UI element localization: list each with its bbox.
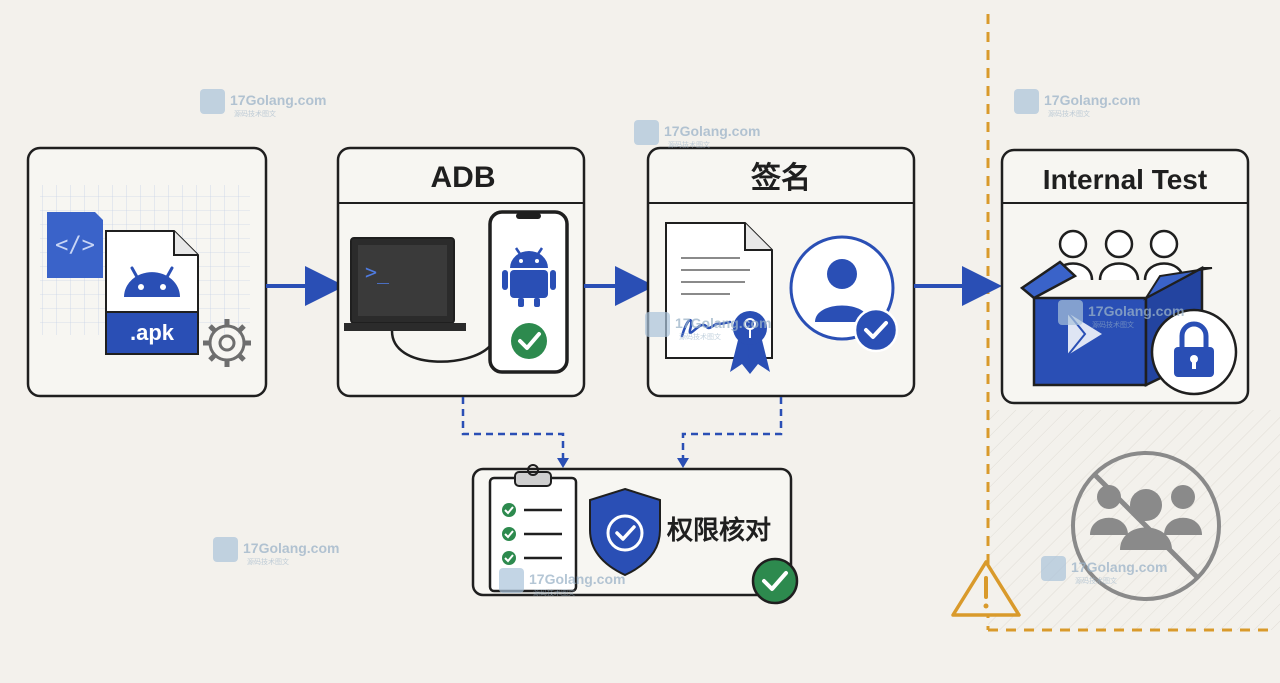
svg-text:源码技术图文: 源码技术图文 — [679, 332, 721, 341]
svg-text:17Golang.com: 17Golang.com — [664, 123, 760, 139]
check-icon — [751, 557, 799, 605]
svg-text:源码技术图文: 源码技术图文 — [668, 140, 710, 149]
apk-label: .apk — [130, 320, 175, 345]
svg-text:17Golang.com: 17Golang.com — [1088, 303, 1184, 319]
svg-text:17Golang.com: 17Golang.com — [1044, 92, 1140, 108]
svg-text:</>: </> — [55, 233, 95, 258]
watermark: 17Golang.com 源码技术图文 — [200, 89, 326, 118]
svg-text:17Golang.com: 17Golang.com — [675, 315, 771, 331]
svg-text:源码技术图文: 源码技术图文 — [533, 588, 575, 597]
signing-box: 签名 — [646, 146, 916, 398]
svg-text:源码技术图文: 源码技术图文 — [234, 109, 276, 118]
signing-title: 签名 — [751, 161, 811, 195]
permission-check-box: 权限核对 — [471, 464, 799, 605]
phone-icon — [488, 210, 569, 374]
dashed-connector-adb — [461, 397, 565, 462]
dashed-connector-signing — [681, 397, 783, 462]
check-icon — [853, 307, 899, 353]
watermark: 17Golang.com 源码技术图文 — [1041, 556, 1167, 585]
svg-text:17Golang.com: 17Golang.com — [1071, 559, 1167, 575]
svg-text:源码技术图文: 源码技术图文 — [1048, 109, 1090, 118]
svg-text:17Golang.com: 17Golang.com — [529, 571, 625, 587]
watermark: 17Golang.com 源码技术图文 — [213, 537, 339, 566]
android-robot-icon — [502, 247, 556, 307]
watermark: 17Golang.com 源码技术图文 — [1058, 300, 1184, 329]
apk-box: </> .apk — [26, 146, 268, 398]
verified-user-icon — [789, 235, 899, 353]
svg-text:源码技术图文: 源码技术图文 — [247, 557, 289, 566]
restricted-zone — [988, 410, 1280, 630]
warning-icon — [951, 560, 1021, 617]
android-head-icon — [124, 266, 180, 297]
apk-file-icon — [105, 230, 199, 355]
gear-icon — [203, 319, 251, 367]
svg-text:17Golang.com: 17Golang.com — [243, 540, 339, 556]
svg-text:源码技术图文: 源码技术图文 — [1092, 320, 1134, 329]
no-public-users-icon — [1071, 451, 1221, 601]
internal-test-title: Internal Test — [1043, 164, 1207, 195]
adb-title: ADB — [431, 161, 496, 194]
clipboard-checklist-icon — [488, 464, 578, 593]
watermark: 17Golang.com 源码技术图文 — [499, 568, 625, 597]
permission-check-label: 权限核对 — [666, 515, 771, 545]
testers-group-icon — [1052, 229, 1185, 281]
lock-icon — [1150, 308, 1238, 396]
svg-text:源码技术图文: 源码技术图文 — [1075, 576, 1117, 585]
watermark: 17Golang.com 源码技术图文 — [1014, 89, 1140, 118]
watermark: 17Golang.com 源码技术图文 — [634, 120, 760, 149]
check-icon — [511, 323, 547, 359]
usb-cable — [390, 330, 491, 363]
svg-text:>_: >_ — [365, 260, 390, 284]
laptop-terminal-icon: >_ — [344, 237, 466, 331]
seal-ribbon-icon — [730, 311, 770, 374]
internal-test-box: Internal Test — [1000, 148, 1250, 405]
adb-box: ADB >_ — [336, 146, 586, 398]
svg-text:17Golang.com: 17Golang.com — [230, 92, 326, 108]
code-file-icon: </> — [47, 212, 103, 278]
shield-check-icon — [589, 487, 661, 577]
signature-scribble — [680, 319, 732, 338]
watermark: 17Golang.com 源码技术图文 — [645, 312, 771, 341]
